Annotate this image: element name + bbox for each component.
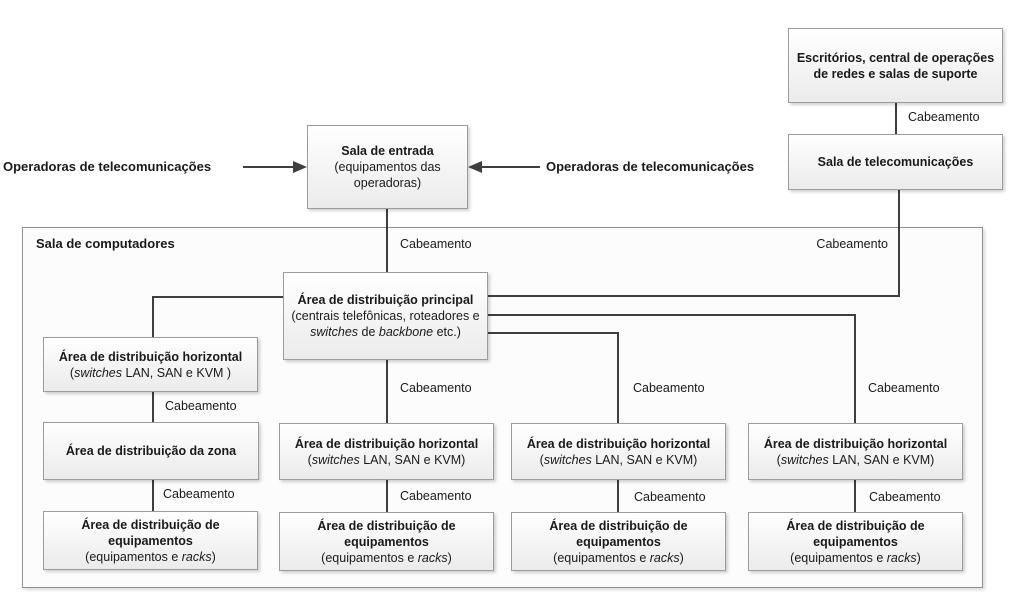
node-equipment-col4-subtitle: (equipamentos e racks) xyxy=(790,550,921,565)
node-telecom-room-title: Sala de telecomunicações xyxy=(817,155,974,169)
node-zone-distribution-title: Área de distribuição da zona xyxy=(65,444,237,458)
connector-telecom-down xyxy=(898,190,900,297)
operators-left-label: Operadoras de telecomunicações xyxy=(3,159,212,174)
cabling-label-col4-lower: Cabeamento xyxy=(869,490,941,504)
cabling-label-col2-lower: Cabeamento xyxy=(400,489,472,503)
node-equipment-col3-subtitle: (equipamentos e racks) xyxy=(553,550,684,565)
node-equipment-col4-title: Área de distribuição de equipamentos xyxy=(786,518,925,549)
cabling-label-col1-lower: Cabeamento xyxy=(163,487,235,501)
node-entrance-room-title: Sala de entrada xyxy=(341,144,434,158)
cabling-label-col2-upper: Cabeamento xyxy=(400,381,472,395)
node-equipment-col4: Área de distribuição de equipamentos (eq… xyxy=(748,512,963,571)
connector-telecom-main xyxy=(488,295,900,297)
node-telecom-room: Sala de telecomunicações xyxy=(788,134,1003,190)
connector-main-col3-v xyxy=(617,332,619,423)
node-horizontal-col2-subtitle: (switches LAN, SAN e KVM) xyxy=(307,452,466,467)
node-entrance-room: Sala de entrada (equipamentos das operad… xyxy=(307,125,468,209)
node-horizontal-col4-subtitle: (switches LAN, SAN e KVM) xyxy=(776,452,935,467)
connector-operators-left xyxy=(243,166,296,168)
connector-col1-zone-ade xyxy=(152,480,154,511)
connector-col1-adh-zone xyxy=(152,392,154,422)
node-main-distribution-subtitle: (centrais telefônicas, roteadores e swit… xyxy=(291,309,480,339)
node-entrance-room-subtitle: (equipamentos das operadoras) xyxy=(334,160,441,190)
connector-main-col1-h xyxy=(152,296,283,298)
arrow-right-icon xyxy=(293,161,307,173)
cabling-label-col3-upper: Cabeamento xyxy=(633,381,705,395)
node-main-distribution: Área de distribuição principal (centrais… xyxy=(283,272,488,360)
connector-main-col4-v xyxy=(854,314,856,423)
cabling-label-entrance-main: Cabeamento xyxy=(400,237,472,251)
node-horizontal-col1-title: Área de distribuição horizontal xyxy=(58,349,243,364)
operators-right-label: Operadoras de telecomunicações xyxy=(546,159,755,174)
connector-main-col4-h xyxy=(488,314,856,316)
connector-main-col1-v xyxy=(152,296,154,337)
arrow-left-icon xyxy=(468,161,482,173)
node-equipment-col1-title: Área de distribuição de equipamentos xyxy=(81,517,220,548)
cabling-label-col3-lower: Cabeamento xyxy=(634,490,706,504)
node-horizontal-col2: Área de distribuição horizontal (switche… xyxy=(279,423,494,480)
connector-col4-adh-ade xyxy=(854,480,856,512)
node-equipment-col2-title: Área de distribuição de equipamentos xyxy=(317,518,456,549)
node-horizontal-col4: Área de distribuição horizontal (switche… xyxy=(748,423,963,480)
connector-offices-telecom xyxy=(895,103,897,134)
node-horizontal-col4-title: Área de distribuição horizontal xyxy=(763,436,948,451)
node-horizontal-col1: Área de distribuição horizontal (switche… xyxy=(43,337,258,392)
connector-main-col2 xyxy=(386,360,388,423)
node-equipment-col3: Área de distribuição de equipamentos (eq… xyxy=(511,512,726,571)
computer-room-label: Sala de computadores xyxy=(36,236,175,251)
node-horizontal-col2-title: Área de distribuição horizontal xyxy=(294,436,479,451)
node-offices: Escritórios, central de operações de red… xyxy=(788,28,1003,103)
connector-entrance-main xyxy=(386,209,388,272)
cabling-label-col1-upper: Cabeamento xyxy=(165,399,237,413)
node-equipment-col3-title: Área de distribuição de equipamentos xyxy=(549,518,688,549)
cabling-label-telecom-main: Cabeamento xyxy=(816,237,888,251)
node-horizontal-col3-title: Área de distribuição horizontal xyxy=(526,436,711,451)
node-horizontal-col3: Área de distribuição horizontal (switche… xyxy=(511,423,726,480)
connector-col3-adh-ade xyxy=(617,480,619,512)
node-offices-title: Escritórios, central de operações de red… xyxy=(796,50,995,81)
node-main-distribution-title: Área de distribuição principal xyxy=(297,293,474,307)
node-equipment-col2: Área de distribuição de equipamentos (eq… xyxy=(279,512,494,571)
connector-operators-right xyxy=(480,166,540,168)
node-zone-distribution: Área de distribuição da zona xyxy=(43,422,259,480)
node-equipment-col1-subtitle: (equipamentos e racks) xyxy=(85,549,216,564)
node-equipment-col1: Área de distribuição de equipamentos (eq… xyxy=(43,511,258,570)
cabling-label-offices-telecom: Cabeamento xyxy=(908,110,980,124)
connector-col2-adh-ade xyxy=(386,480,388,512)
cabling-label-col4-upper: Cabeamento xyxy=(868,381,940,395)
node-horizontal-col3-subtitle: (switches LAN, SAN e KVM) xyxy=(539,452,698,467)
node-horizontal-col1-subtitle: (switches LAN, SAN e KVM ) xyxy=(69,365,232,380)
node-equipment-col2-subtitle: (equipamentos e racks) xyxy=(321,550,452,565)
connector-main-col3-h xyxy=(488,332,619,334)
